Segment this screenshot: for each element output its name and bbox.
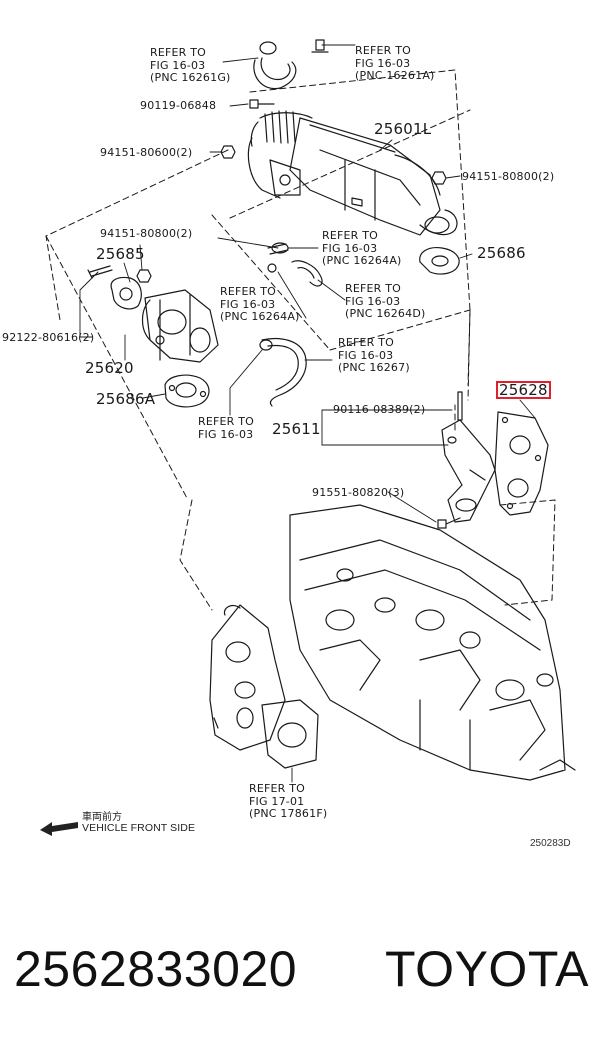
part-label-91551-80820[interactable]: 91551-80820(3) [312, 486, 405, 499]
bolt-90119 [249, 99, 275, 109]
part-label-94151-80600[interactable]: 94151-80600(2) [100, 146, 193, 159]
part-label-25628-highlighted[interactable]: 25628 [496, 381, 551, 399]
part-label-90119-06848[interactable]: 90119-06848 [140, 99, 217, 112]
egr-cooler [247, 110, 458, 236]
gasket-25628-drawing [494, 411, 549, 516]
leader-lines [79, 44, 536, 783]
part-label-25620[interactable]: 25620 [85, 359, 134, 377]
egr-valve [136, 269, 219, 363]
stud-92122 [87, 265, 113, 279]
vehicle-front-label-cn: 車両前方 [82, 812, 122, 823]
footer-caption: 2562833020 TOYOTA [14, 940, 589, 1010]
part-label-94151-80800-left[interactable]: 94151-80800(2) [100, 227, 193, 240]
gasket-25686A [164, 374, 210, 408]
stud-90116 [457, 391, 463, 421]
part-label-25685[interactable]: 25685 [96, 245, 145, 263]
nut-94151-right [431, 171, 447, 185]
part-label-92122-80616[interactable]: 92122-80616(2) [2, 331, 95, 344]
front-arrow-icon [40, 822, 78, 836]
vehicle-front-label-en: VEHICLE FRONT SIDE [82, 822, 196, 834]
brand-name: TOYOTA [385, 941, 589, 997]
part-label-25686A[interactable]: 25686A [96, 390, 156, 408]
diagram-code: 250283D [530, 838, 571, 849]
part-label-90116-08389[interactable]: 90116-08389(2) [333, 403, 426, 416]
gasket-25685 [110, 276, 142, 310]
exploded-parts-drawing [45, 39, 576, 783]
hose-top [253, 39, 329, 90]
part-label-25686[interactable]: 25686 [477, 244, 526, 262]
exhaust-manifold [209, 604, 319, 769]
hoses-middle [259, 242, 323, 407]
bolt-91551 [437, 517, 461, 529]
bracket-25611 [441, 419, 496, 523]
part-number: 2562833020 [14, 941, 298, 997]
cylinder-head [289, 504, 576, 781]
dashed-group-outline [45, 69, 556, 611]
gasket-25686 [419, 247, 460, 275]
part-label-94151-80800-right[interactable]: 94151-80800(2) [462, 170, 555, 183]
part-label-25601L[interactable]: 25601L [374, 120, 432, 138]
vehicle-front-indicator: 車両前方 VEHICLE FRONT SIDE [38, 808, 208, 842]
part-label-25611[interactable]: 25611 [272, 420, 321, 438]
